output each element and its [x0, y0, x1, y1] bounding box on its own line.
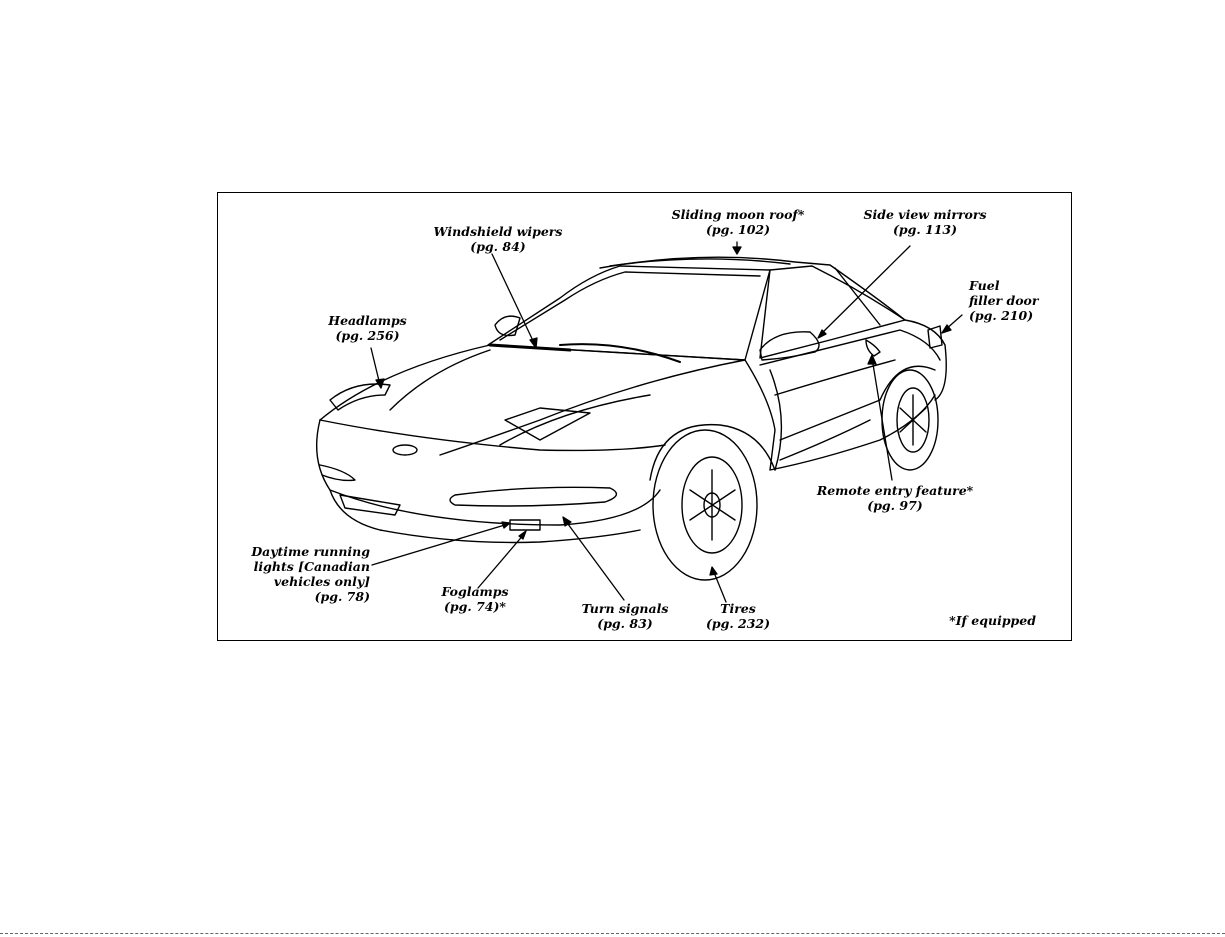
- label-headlamps: Headlamps (pg. 256): [310, 313, 425, 343]
- side-window: [760, 266, 905, 358]
- footer-dashed-line: [0, 933, 1225, 934]
- body-side: [745, 360, 935, 470]
- label-daytime-running-lights: Daytime running lights [Canadian vehicle…: [222, 544, 370, 604]
- wiper-left: [490, 345, 570, 350]
- label-tires: Tires (pg. 232): [688, 601, 788, 631]
- windshield: [488, 266, 770, 360]
- label-remote-entry: Remote entry feature* (pg. 97): [800, 483, 990, 513]
- label-windshield-wipers: Windshield wipers (pg. 84): [418, 224, 578, 254]
- turn-signal-lens: [450, 487, 616, 506]
- ford-emblem: [393, 445, 417, 455]
- door-handle: [866, 340, 880, 356]
- label-foglamps: Foglamps (pg. 74)*: [420, 584, 530, 614]
- front-bumper: [317, 420, 660, 525]
- moon-roof: [610, 259, 790, 266]
- label-moon-roof: Sliding moon roof* (pg. 102): [663, 207, 813, 237]
- label-fuel-filler-door: Fuel filler door (pg. 210): [969, 278, 1069, 323]
- label-if-equipped: *If equipped: [930, 613, 1036, 628]
- label-turn-signals: Turn signals (pg. 83): [565, 601, 685, 631]
- label-side-mirrors: Side view mirrors (pg. 113): [850, 207, 1000, 237]
